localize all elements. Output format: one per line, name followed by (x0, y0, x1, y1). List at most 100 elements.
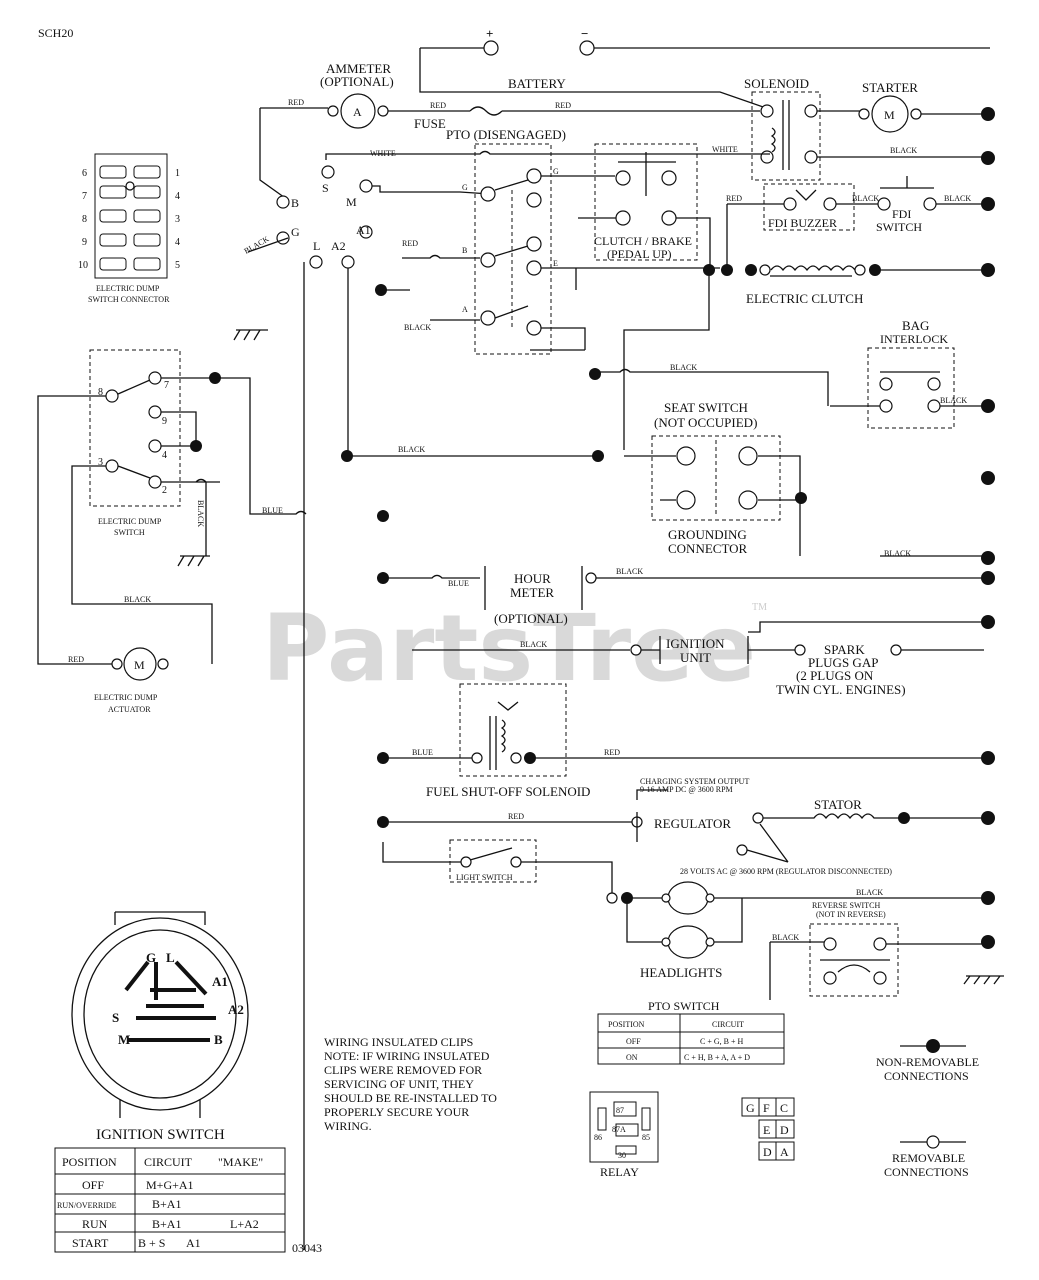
pto-pin-layout-f: F (763, 1101, 770, 1115)
ign-term-b: B (291, 196, 299, 210)
ign-row2-pos: RUN/OVERRIDE (57, 1201, 117, 1210)
fuel-solenoid-label: FUEL SHUT-OFF SOLENOID (426, 784, 590, 799)
starter-label: STARTER (862, 80, 918, 95)
fdi-switch: FDI SWITCH BLACK (876, 176, 995, 234)
wire-black-reverse: BLACK (772, 933, 799, 942)
wire-red-reg: RED (508, 812, 524, 821)
spark-label3: (2 PLUGS ON (796, 668, 874, 683)
hour-meter-label1: HOUR (514, 571, 551, 586)
dump-connector: 6 7 8 9 10 1 4 3 4 5 ELECTRIC DUMP SWITC… (78, 153, 268, 341)
dump-sw-pin-4: 4 (162, 450, 167, 461)
charging-note1: CHARGING SYSTEM OUTPUT (640, 777, 749, 786)
wire-red-ammeter: RED (288, 98, 304, 107)
wiring-note-1: WIRING INSULATED CLIPS (324, 1035, 473, 1049)
relay-pin-30: 30 (618, 1151, 626, 1160)
fdi-switch-label: FDI (892, 207, 911, 221)
wire-red-fdi: RED (726, 194, 742, 203)
pto-label: PTO (DISENGAGED) (446, 127, 566, 142)
spark-label2: PLUGS GAP (808, 655, 878, 670)
legend-removable-1: REMOVABLE (892, 1151, 965, 1165)
pto-pin-g2: G (553, 167, 559, 176)
stator-note: 28 VOLTS AC @ 3600 RPM (REGULATOR DISCON… (680, 867, 892, 876)
wire-black-dump2: BLACK (124, 595, 151, 604)
pto-pin-layout-d2: D (763, 1145, 772, 1159)
relay-pin-85: 85 (642, 1133, 650, 1142)
ign-table-h1: POSITION (62, 1155, 117, 1169)
ign-sw-m: M (118, 1032, 130, 1047)
dump-pin-9: 9 (82, 237, 87, 248)
ignition-unit: BLACK IGNITION UNIT SPARK PLUGS GAP (2 P… (412, 615, 995, 697)
dump-actuator-symbol: M (134, 658, 145, 672)
electric-clutch-label: ELECTRIC CLUTCH (746, 291, 863, 306)
wire-red-dump: RED (68, 655, 84, 664)
wire-black-solenoid: BLACK (890, 146, 917, 155)
wiring-note-7: WIRING. (324, 1119, 372, 1133)
stator-label: STATOR (814, 797, 862, 812)
seat-switch: SEAT SWITCH (NOT OCCUPIED) GROUNDING CON… (624, 400, 995, 565)
ignition-unit-label1: IGNITION (666, 636, 725, 651)
diagram-id: SCH20 (38, 26, 73, 40)
ign-terminal-block: WHITE S M B G L A2 A1 BLACK BLACK (243, 149, 770, 1250)
wiring-note: WIRING INSULATED CLIPS NOTE: IF WIRING I… (324, 1035, 497, 1133)
dump-pin-4a: 4 (175, 191, 180, 202)
wire-black-bag2: BLACK (670, 363, 697, 372)
ign-term-g: G (291, 225, 300, 239)
hour-meter: BLUE HOUR METER (OPTIONAL) BLACK (377, 510, 995, 626)
ignition-unit-label2: UNIT (680, 650, 711, 665)
pto-pin-a: A (462, 305, 468, 314)
pto-table: PTO SWITCH POSITION CIRCUIT OFF C + G, B… (597, 999, 785, 1065)
light-switch: LIGHT SWITCH (382, 839, 633, 904)
dump-pin-6: 6 (82, 168, 87, 179)
dump-switch-label2: SWITCH (114, 528, 145, 537)
dump-sw-pin-9: 9 (162, 416, 167, 427)
pto-pin-layout-d: D (780, 1123, 789, 1137)
ignition-switch-diagram: G L A1 A2 S M B IGNITION SWITCH (71, 911, 249, 1143)
wire-black-seat: BLACK (398, 445, 425, 454)
battery-minus: − (581, 26, 588, 41)
dump-sw-pin-8: 8 (98, 387, 103, 398)
wire-black-dump: BLACK (196, 500, 205, 527)
wire-black-pto: BLACK (404, 323, 431, 332)
pto-pin-g: G (462, 183, 468, 192)
ign-sw-a2: A2 (228, 1002, 244, 1017)
bag-interlock: BAG INTERLOCK BLACK BLACK (589, 318, 995, 429)
dump-switch: 8 7 9 4 3 2 BLUE BLACK ELECTRIC DUMP SWI… (37, 349, 307, 665)
legend-nonremovable-2: CONNECTIONS (884, 1069, 969, 1083)
ammeter-symbol: A (353, 105, 362, 119)
ign-row4-pos: START (72, 1236, 109, 1250)
wire-red-fuel: RED (604, 748, 620, 757)
relay: 87 87A 86 85 30 RELAY (589, 1091, 659, 1179)
clutch-brake-label: CLUTCH / BRAKE (594, 234, 692, 248)
reverse-label2: (NOT IN REVERSE) (816, 910, 886, 919)
ign-term-a2: A2 (331, 239, 346, 253)
dump-pin-7: 7 (82, 191, 87, 202)
regulator-label: REGULATOR (654, 816, 731, 831)
dump-pin-3: 3 (175, 214, 180, 225)
wire-white-solenoid: WHITE (712, 145, 738, 154)
battery: + − BATTERY (419, 26, 990, 111)
ign-sw-g: G (146, 950, 156, 965)
wire-blue-hour: BLUE (448, 579, 469, 588)
wiring-note-4: SERVICING OF UNIT, THEY (324, 1077, 474, 1091)
legend-removable-2: CONNECTIONS (884, 1165, 969, 1179)
pto-table-h2: CIRCUIT (712, 1020, 744, 1029)
wire-black-ground: BLACK (884, 549, 911, 558)
dump-pin-5: 5 (175, 260, 180, 271)
wiring-note-3: CLIPS WERE REMOVED FOR (324, 1063, 482, 1077)
ign-term-s: S (322, 181, 329, 195)
wire-blue-dump: BLUE (262, 506, 283, 515)
fuel-shutoff-solenoid: BLUE RED FUEL SHUT-OFF SOLENOID (377, 683, 995, 799)
dump-actuator: M ELECTRIC DUMP ACTUATOR (94, 647, 169, 714)
relay-pin-87: 87 (616, 1106, 624, 1115)
wire-red-fuse2: RED (555, 101, 571, 110)
ammeter-label: AMMETER (326, 61, 391, 76)
fdi-switch-sub: SWITCH (876, 220, 922, 234)
ign-term-a1: A1 (356, 223, 371, 237)
dump-pin-4b: 4 (175, 237, 180, 248)
ign-term-m: M (346, 195, 357, 209)
wire-red-pto: RED (402, 239, 418, 248)
wire-blue-fuel: BLUE (412, 748, 433, 757)
dump-pin-8: 8 (82, 214, 87, 225)
pto-pin-e: E (553, 259, 558, 268)
ign-row2-circ: B+A1 (152, 1197, 181, 1211)
